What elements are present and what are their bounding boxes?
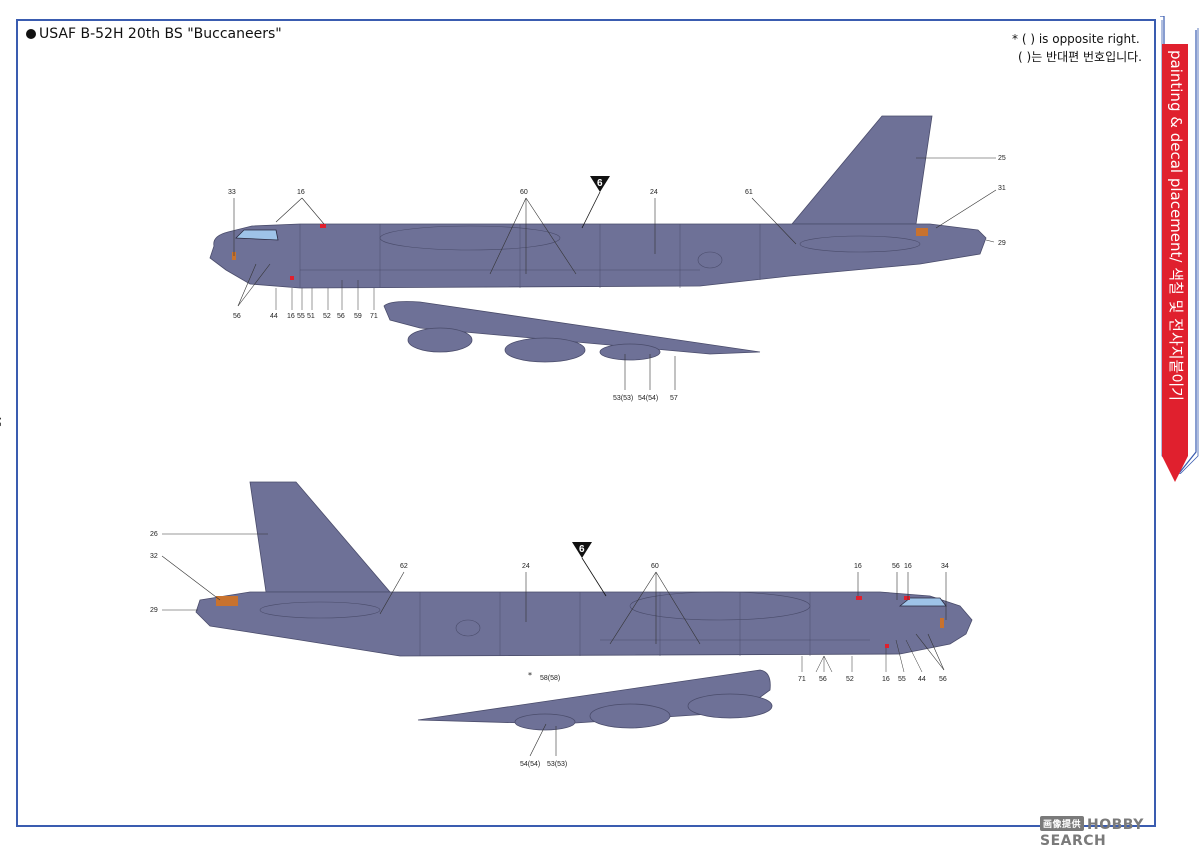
asterisk-icon: * (528, 671, 532, 680)
callout-label: 24 (650, 189, 658, 196)
watermark-badge: 画像提供 (1040, 816, 1085, 831)
engine-pod-3 (514, 713, 576, 731)
callout-label: 71 (370, 313, 378, 320)
step-number: 6 (597, 178, 603, 189)
callout-label: 60 (651, 563, 659, 570)
leader-lines-bottom (161, 533, 947, 757)
callout-label: 56 (233, 313, 241, 320)
orange-marking (216, 596, 238, 606)
callout-label: 16 (297, 189, 305, 196)
leader-lines-top (233, 157, 997, 390)
engine-pod-1 (687, 693, 773, 719)
callout-label: 44 (270, 313, 278, 320)
callout-label: 16 (287, 313, 295, 320)
callout-label: 56 (892, 563, 900, 570)
callout-label: 55 (898, 676, 906, 683)
page-title: USAF B-52H 20th BS "Buccaneers" (26, 26, 282, 42)
step-marker-bottom: 6 (572, 542, 607, 597)
callout-label: 62 (400, 563, 408, 570)
red-marking (856, 596, 862, 600)
title-text: USAF B-52H 20th BS "Buccaneers" (39, 26, 282, 42)
callout-label: 56 (939, 676, 947, 683)
callout-label: 53(53) (613, 395, 633, 402)
intake-outline (697, 251, 723, 269)
callout-label: 29 (150, 607, 158, 614)
page-frame (16, 19, 1156, 827)
stabilizer-fairing (799, 235, 921, 253)
orange-marking (940, 618, 944, 628)
callout-label: 56 (337, 313, 345, 320)
orange-marking (916, 228, 928, 236)
callout-label: 55 (297, 313, 305, 320)
engine-pod-2 (504, 337, 586, 363)
fuselage (209, 223, 987, 289)
step-marker-top: 6 (581, 176, 610, 229)
callout-label: 16 (904, 563, 912, 570)
callout-label: 54(54) (520, 761, 540, 768)
callout-label: 61 (745, 189, 753, 196)
callout-label: 44 (918, 676, 926, 683)
tail-fin (791, 115, 933, 225)
callout-label: 58(58) (540, 675, 560, 682)
callout-labels-top: 33 16 60 24 61 25 31 29 56 44 16 55 51 5… (228, 155, 1006, 402)
bullet-icon (26, 29, 36, 39)
callout-label: 60 (520, 189, 528, 196)
aircraft-left-profile (209, 115, 987, 363)
red-marking (320, 224, 326, 228)
callout-label: 32 (150, 553, 158, 560)
callout-label: 34 (941, 563, 949, 570)
callout-label: 24 (522, 563, 530, 570)
step-number: 6 (579, 544, 585, 555)
callout-labels-bottom: 26 32 29 62 24 60 16 56 16 34 71 56 52 1… (150, 531, 949, 768)
section-tab: painting & decal placement/ 색칠 및 전사지붙이기 (1162, 44, 1188, 482)
callout-label: 53(53) (547, 761, 567, 768)
red-marking (290, 276, 294, 280)
opposite-side-note: * ( ) is opposite right. ( )는 반대편 번호입니다. (1012, 30, 1142, 66)
engine-pod-1 (407, 327, 473, 353)
callout-label: 54(54) (638, 395, 658, 402)
callout-label: 31 (998, 185, 1006, 192)
red-marking (885, 644, 889, 648)
cockpit-window (898, 597, 947, 607)
intake-outline (455, 619, 481, 637)
engine-pod-3 (599, 343, 661, 361)
tail-fin (249, 481, 391, 593)
stabilizer-fairing (259, 601, 381, 619)
callout-label: 52 (846, 676, 854, 683)
tick-lines-bottom (801, 639, 923, 673)
panel-lines (299, 224, 761, 288)
tick-lines-top (275, 280, 375, 310)
fuselage (195, 591, 973, 657)
callout-label: 52 (323, 313, 331, 320)
callout-label: 33 (228, 189, 236, 196)
callout-label: 51 (307, 313, 315, 320)
callout-label: 71 (798, 676, 806, 683)
callout-label: 26 (150, 531, 158, 538)
engine-pod-2 (589, 703, 671, 729)
note-english: * ( ) is opposite right. (1012, 32, 1140, 46)
cockpit-window (235, 229, 279, 241)
panel-lines (419, 592, 870, 656)
callout-label: 29 (998, 240, 1006, 247)
callout-label: 16 (854, 563, 862, 570)
callout-label: 59 (354, 313, 362, 320)
callout-label: 25 (998, 155, 1006, 162)
note-korean: ( )는 반대편 번호입니다. (1018, 50, 1142, 64)
red-marking (904, 596, 910, 600)
callout-label: 57 (670, 395, 678, 402)
aircraft-right-profile (195, 481, 973, 731)
callout-label: 16 (882, 676, 890, 683)
callout-label: 56 (819, 676, 827, 683)
